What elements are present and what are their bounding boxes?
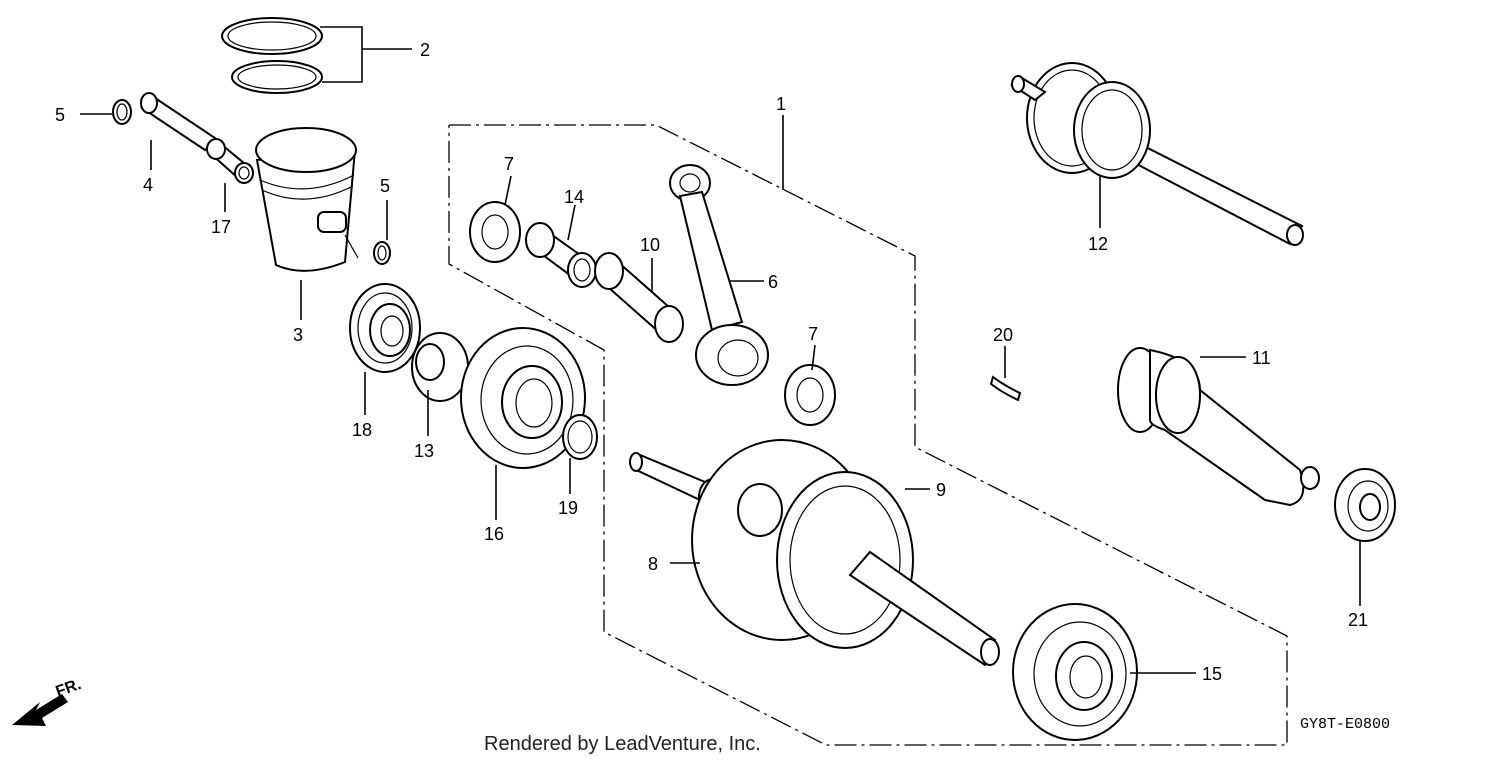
o-ring (562, 414, 598, 460)
callout-2: 2 (420, 40, 430, 60)
balancer-shaft (1117, 347, 1320, 507)
callout-labels: 2 5 4 17 5 3 18 13 16 19 7 14 10 6 7 1 9… (55, 40, 1368, 684)
callout-7-bottom: 7 (808, 324, 818, 344)
assembly-boundary (448, 124, 1288, 746)
diagram-code: GY8T-E0800 (1300, 716, 1390, 733)
right-main-bearing (1012, 603, 1138, 741)
callout-20: 20 (993, 325, 1013, 345)
callout-16: 16 (484, 524, 504, 544)
leader-lines (80, 26, 1361, 674)
connecting-rod (669, 164, 769, 386)
crankshaft-oil-seal (349, 283, 421, 373)
crank-spacer (411, 332, 469, 402)
callout-12: 12 (1088, 234, 1108, 254)
piston-rings (221, 17, 323, 94)
callout-21: 21 (1348, 610, 1368, 630)
balancer-bearing (1334, 468, 1396, 542)
callout-7-top: 7 (504, 154, 514, 174)
callout-19: 19 (558, 498, 578, 518)
callout-10: 10 (640, 235, 660, 255)
piston-pin-clip-right (373, 241, 391, 265)
crank-pin (594, 252, 684, 343)
callout-3: 3 (293, 325, 303, 345)
callout-17: 17 (211, 217, 231, 237)
direction-label: FR. (54, 676, 84, 701)
callout-14: 14 (564, 187, 584, 207)
piston-pin (140, 92, 220, 152)
callout-11: 11 (1252, 348, 1271, 368)
callout-6: 6 (768, 272, 778, 292)
callout-15: 15 (1202, 664, 1222, 684)
piston (255, 127, 359, 272)
woodruff-key (989, 375, 1022, 402)
front-direction-arrow-icon: FR. (12, 676, 84, 726)
crank-pin-hole (737, 483, 783, 537)
thrust-washer-upper (469, 201, 521, 263)
callout-1: 1 (776, 94, 786, 114)
crankshaft-assembly (629, 439, 1000, 667)
callout-18: 18 (352, 420, 372, 440)
callout-4: 4 (143, 175, 153, 195)
callout-9: 9 (936, 480, 946, 500)
small-end-needle-bearing (206, 138, 254, 184)
credit-text: Rendered by LeadVenture, Inc. (484, 733, 761, 755)
thrust-washer-lower (784, 364, 836, 426)
right-crank-web (776, 471, 914, 649)
big-end-needle-bearing (525, 222, 597, 288)
left-main-bearing (460, 327, 586, 469)
callout-13: 13 (414, 441, 434, 461)
piston-pin-clip-left (112, 99, 132, 125)
drive-shaft-gear (1010, 62, 1304, 246)
callout-5-right: 5 (380, 176, 390, 196)
callout-5-left: 5 (55, 105, 65, 125)
callout-8: 8 (648, 554, 658, 574)
